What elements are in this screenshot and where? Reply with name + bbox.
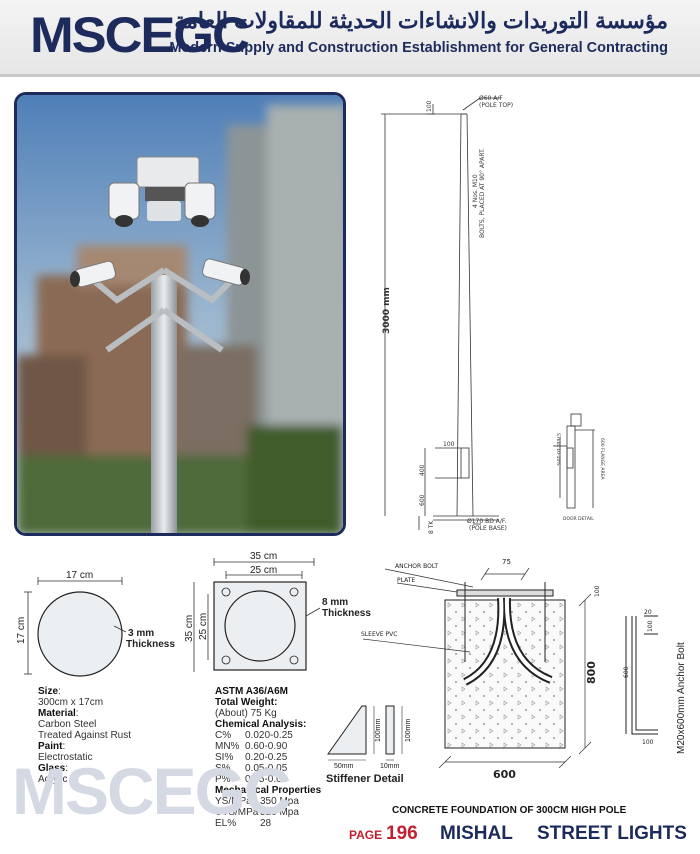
circle-plate-thickness: 3 mm bbox=[128, 628, 154, 639]
product-photo bbox=[14, 92, 346, 536]
paint-label: Paint bbox=[38, 741, 63, 752]
weight-value: (About) 75 Kg bbox=[215, 708, 277, 719]
right-dim-100: 100 bbox=[594, 585, 601, 597]
circle-plate-width: 17 cm bbox=[66, 570, 93, 581]
square-plate-thickness-label: Thickness bbox=[322, 608, 371, 619]
chem-row: C%0.020-0.25 bbox=[215, 730, 293, 741]
material-label: Material bbox=[38, 708, 76, 719]
circular-plate-drawing: 17 cm 17 cm 3 mm Thickness bbox=[16, 570, 175, 677]
concrete-foundation-drawing: ANCHOR BOLT PLATE SLEEVE PVC 75 100 800 … bbox=[361, 558, 601, 781]
plate-label: PLATE bbox=[397, 577, 415, 584]
paint-value: Electrostatic bbox=[38, 752, 93, 763]
chem-row: P%0.05-0.05 bbox=[215, 774, 288, 785]
specs-left: Size: 300cm x 17cm Material: Carbon Stee… bbox=[38, 686, 132, 785]
door-height-dim: 400 bbox=[419, 464, 426, 476]
stiffener-detail-drawing: 100mm 100mm 50mm 10mm Stiffener Detail bbox=[326, 705, 412, 785]
stiffener-height-1: 100mm bbox=[375, 718, 382, 742]
glass-label: Glass bbox=[38, 763, 66, 774]
pole-height-dim: 3000 mm bbox=[382, 287, 392, 334]
square-plate-drawing: 35 cm 25 cm 35 cm 25 cm 8 mm Thickness bbox=[184, 551, 371, 672]
foundation-title: CONCRETE FOUNDATION OF 300CM HIGH POLE bbox=[392, 805, 627, 816]
company-logo: MSCEGC bbox=[30, 7, 250, 63]
brand-name: MISHAL bbox=[440, 823, 513, 844]
door-detail-side: 600 FLANGE AREA bbox=[599, 438, 605, 480]
mech-row: EL%28 bbox=[215, 818, 272, 829]
anchor-bolt-drawing: 20 100 600 100 M20x600mm Anchor Bolt bbox=[623, 609, 687, 754]
stiffener-width-2: 10mm bbox=[380, 763, 400, 770]
specs-right: ASTM A36/A6M Total Weight: (About) 75 Kg… bbox=[215, 686, 321, 829]
pole-base-sub: (POLE BASE) bbox=[469, 525, 507, 532]
cctv-pole-illustration bbox=[17, 95, 343, 533]
weight-label: Total Weight: bbox=[215, 697, 278, 708]
circle-plate-height: 17 cm bbox=[16, 617, 27, 644]
door-detail-steel: STEEL 10-10% bbox=[555, 433, 561, 466]
square-plate-outer-width: 35 cm bbox=[250, 551, 277, 562]
bolt-note-2: BOLTS, PLACED AT 90° APART. bbox=[479, 148, 486, 238]
material-value-2: Treated Against Rust bbox=[38, 730, 132, 741]
steel-standard: ASTM A36/A6M bbox=[215, 686, 288, 697]
pole-top-sub: (POLE TOP) bbox=[479, 102, 513, 109]
anchor-dim-100b: 100 bbox=[642, 739, 654, 746]
page-label: PAGE bbox=[349, 828, 383, 842]
anchor-dim-600: 600 bbox=[623, 666, 630, 678]
pole-top-dim: 100 bbox=[426, 100, 433, 112]
foundation-height-dim: 800 bbox=[585, 661, 598, 684]
page-header: MSCEGC مؤسسة التوريدات والانشاءات الحديث… bbox=[0, 0, 700, 77]
chem-row: S%0.05-0.05 bbox=[215, 763, 288, 774]
stiffener-title: Stiffener Detail bbox=[326, 773, 404, 785]
pole-base-label: Ø170 BD A/F. bbox=[467, 518, 506, 525]
company-name-arabic: مؤسسة التوريدات والانشاءات الحديثة للمقا… bbox=[174, 8, 668, 33]
door-base-dim: 600 bbox=[419, 494, 426, 506]
square-plate-inner-height: 25 cm bbox=[198, 613, 209, 640]
chem-row: MN%0.60-0.90 bbox=[215, 741, 288, 752]
pole-elevation-drawing: Ø60 A/F (POLE TOP) 100 3000 mm 4 Nos. M1… bbox=[381, 95, 605, 534]
top-dim-75: 75 bbox=[502, 558, 511, 566]
sleeve-label: SLEEVE PVC bbox=[361, 631, 397, 638]
glass-value: Acrylic bbox=[38, 774, 68, 785]
size-label: Size bbox=[38, 686, 59, 697]
company-name-english: Modern Supply and Construction Establish… bbox=[169, 40, 668, 56]
size-value: 300cm x 17cm bbox=[38, 697, 104, 708]
base-thickness: 8 TK bbox=[428, 520, 435, 534]
anchor-dim-100a: 100 bbox=[647, 620, 654, 632]
circle-plate-thickness-label: Thickness bbox=[126, 639, 175, 650]
square-plate-thickness: 8 mm bbox=[322, 597, 348, 608]
door-detail-title: DOOR DETAIL bbox=[563, 516, 594, 522]
brand-tagline: STREET LIGHTS bbox=[537, 823, 687, 844]
chem-row: SI%0.20-0.25 bbox=[215, 752, 288, 763]
foundation-width-dim: 600 bbox=[493, 768, 516, 781]
anchor-bolt-label: ANCHOR BOLT bbox=[395, 563, 438, 570]
square-plate-outer-height: 35 cm bbox=[184, 615, 195, 642]
footer-watermark-logo: MSCEGC bbox=[12, 754, 292, 828]
stiffener-height-2: 100mm bbox=[405, 718, 412, 742]
stiffener-width-1: 50mm bbox=[334, 763, 354, 770]
page-number: 196 bbox=[386, 823, 418, 844]
chem-label: Chemical Analysis: bbox=[215, 719, 307, 730]
anchor-bolt-label: M20x600mm Anchor Bolt bbox=[676, 642, 687, 754]
anchor-dim-20: 20 bbox=[644, 609, 652, 616]
bolt-note-1: 4 Nos. M10 bbox=[472, 174, 479, 208]
pole-top-label: Ø60 A/F bbox=[479, 95, 503, 102]
door-top-dim: 100 bbox=[443, 441, 455, 448]
square-plate-inner-width: 25 cm bbox=[250, 565, 277, 576]
material-value-1: Carbon Steel bbox=[38, 719, 97, 730]
mech-label: Mechanical Properties bbox=[215, 785, 322, 796]
